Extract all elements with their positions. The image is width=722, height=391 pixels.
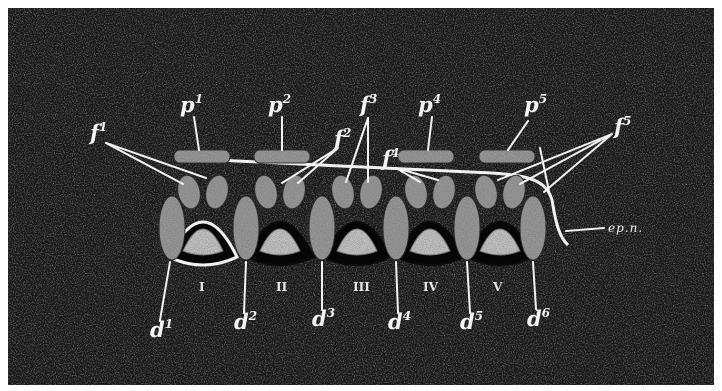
spindle-d4-texture <box>383 196 409 260</box>
spindle-d6-texture <box>520 196 546 260</box>
spindle-d1-texture <box>159 196 185 260</box>
plaque-texture-3 <box>398 150 454 163</box>
segment-numeral-4: IV <box>423 280 439 294</box>
epn-label: ep.n. <box>608 221 643 235</box>
plaque-texture-2 <box>254 150 310 163</box>
spindle-d2-texture <box>233 196 259 260</box>
segment-numeral-2: II <box>276 280 288 294</box>
segment-numeral-5: V <box>492 280 503 294</box>
spindle-d5-texture <box>454 196 480 260</box>
plaque-texture-4 <box>479 150 535 163</box>
spindle-d3-texture <box>309 196 335 260</box>
plaque-texture-1 <box>174 150 230 163</box>
segment-numeral-1: I <box>199 280 205 294</box>
segment-numeral-3: III <box>353 280 370 294</box>
